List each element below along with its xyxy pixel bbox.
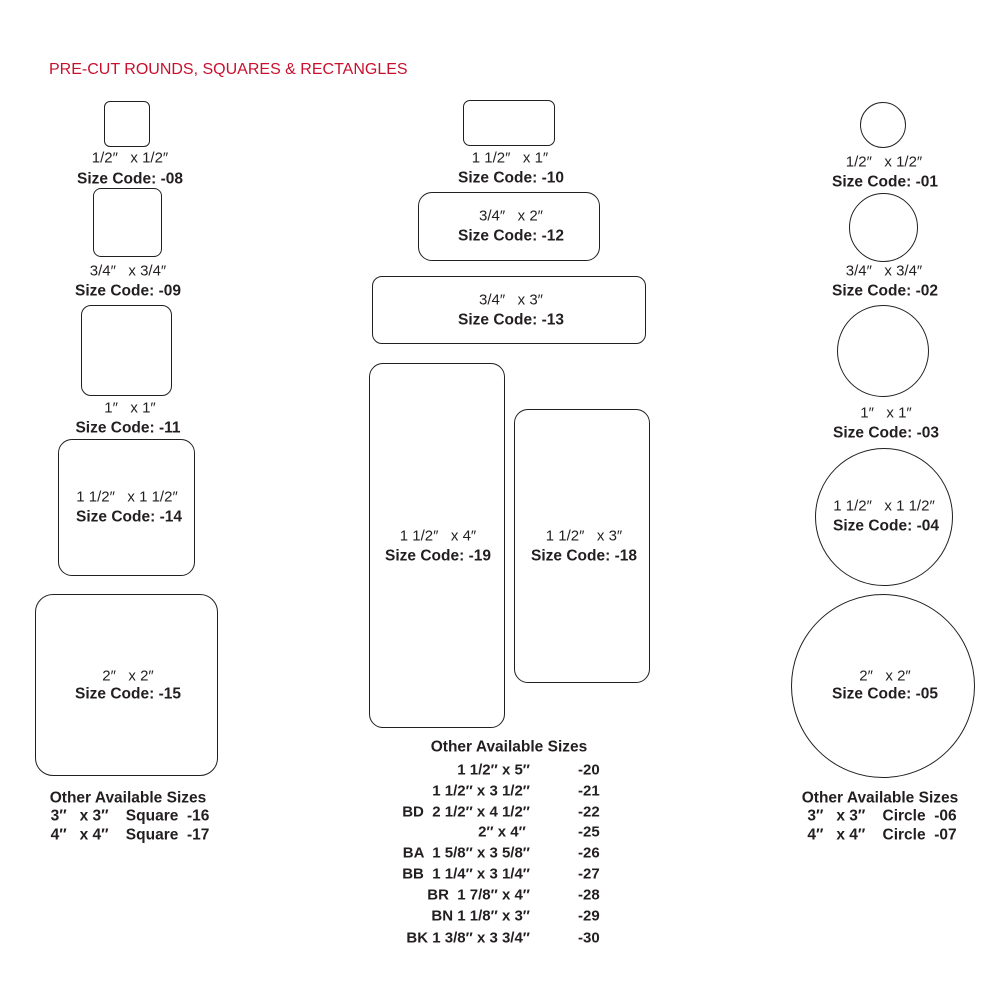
rect-other-size: 1 1/2″ x 3 1/2″ xyxy=(432,782,530,800)
circle-code-05: Size Code: -05 xyxy=(832,685,938,703)
rect-code-13: Size Code: -13 xyxy=(458,311,564,329)
circle-dim-02: 3/4″ x 3/4″ xyxy=(845,262,923,280)
square-shape-09 xyxy=(93,188,162,257)
page-title: PRE-CUT ROUNDS, SQUARES & RECTANGLES xyxy=(49,61,408,78)
rect-other-code: -26 xyxy=(578,844,600,862)
rect-other-size: 1 1/2″ x 5″ xyxy=(457,761,530,779)
rect-shape-12 xyxy=(418,192,600,261)
circle-code-04: Size Code: -04 xyxy=(833,517,939,535)
rect-dim-13: 3/4″ x 3″ xyxy=(479,291,543,309)
squares-other-row: 3″ x 3″ Square -16 xyxy=(50,807,210,825)
circles-other-row: 4″ x 4″ Circle -07 xyxy=(807,826,957,844)
circle-shape-04 xyxy=(815,448,953,586)
circles-other-heading: Other Available Sizes xyxy=(801,789,959,807)
square-shape-15 xyxy=(35,594,218,776)
square-code-09: Size Code: -09 xyxy=(75,282,181,300)
rect-other-code: -29 xyxy=(578,907,600,925)
circle-dim-03: 1″ x 1″ xyxy=(860,404,912,422)
square-shape-14 xyxy=(58,439,195,576)
square-dim-11: 1″ x 1″ xyxy=(104,399,156,417)
circle-shape-02 xyxy=(849,193,918,262)
square-code-11: Size Code: -11 xyxy=(75,419,181,437)
square-code-14: Size Code: -14 xyxy=(76,508,182,526)
circle-shape-05 xyxy=(791,594,975,778)
circle-dim-01: 1/2″ x 1/2″ xyxy=(845,153,923,171)
square-shape-08 xyxy=(104,101,150,147)
rect-dim-12: 3/4″ x 2″ xyxy=(479,207,543,225)
rect-other-size: BB 1 1/4″ x 3 1/4″ xyxy=(402,865,530,883)
rect-other-code: -27 xyxy=(578,865,600,883)
circle-code-02: Size Code: -02 xyxy=(832,282,938,300)
rect-other-size: BA 1 5/8″ x 3 5/8″ xyxy=(402,844,530,862)
rect-other-code: -28 xyxy=(578,886,600,904)
rect-dim-10: 1 1/2″ x 1″ xyxy=(471,149,549,167)
square-dim-15: 2″ x 2″ xyxy=(102,667,154,685)
rect-other-size: BD 2 1/2″ x 4 1/2″ xyxy=(402,803,530,821)
rect-shape-10 xyxy=(463,100,555,146)
rect-code-10: Size Code: -10 xyxy=(458,169,564,187)
square-code-08: Size Code: -08 xyxy=(77,170,183,188)
circle-dim-04: 1 1/2″ x 1 1/2″ xyxy=(833,497,935,515)
circles-other-row: 3″ x 3″ Circle -06 xyxy=(807,807,957,825)
rect-shape-13 xyxy=(372,276,646,344)
rect-code-12: Size Code: -12 xyxy=(458,227,564,245)
rect-shape-19 xyxy=(369,363,505,728)
squares-other-row: 4″ x 4″ Square -17 xyxy=(50,826,210,844)
square-dim-14: 1 1/2″ x 1 1/2″ xyxy=(76,488,178,506)
squares-other-heading: Other Available Sizes xyxy=(49,789,207,807)
rect-other-size: 2″ x 4″ xyxy=(478,823,530,841)
rect-dim-19: 1 1/2″ x 4″ xyxy=(399,527,477,545)
rect-other-code: -30 xyxy=(578,929,600,947)
square-shape-11 xyxy=(81,305,172,396)
rect-other-size: BR 1 7/8″ x 4″ xyxy=(427,886,530,904)
rect-code-19: Size Code: -19 xyxy=(385,547,491,565)
square-dim-09: 3/4″ x 3/4″ xyxy=(89,262,167,280)
rect-dim-18: 1 1/2″ x 3″ xyxy=(545,527,623,545)
circle-shape-03 xyxy=(837,305,929,397)
rect-other-code: -22 xyxy=(578,803,600,821)
rect-other-code: -20 xyxy=(578,761,600,779)
rect-other-size: BN 1 1/8″ x 3″ xyxy=(431,907,530,925)
square-dim-08: 1/2″ x 1/2″ xyxy=(91,149,169,167)
circle-code-01: Size Code: -01 xyxy=(832,173,938,191)
rect-shape-18 xyxy=(514,409,650,683)
rect-code-18: Size Code: -18 xyxy=(531,547,637,565)
circle-shape-01 xyxy=(860,102,906,148)
square-code-15: Size Code: -15 xyxy=(75,685,181,703)
circle-code-03: Size Code: -03 xyxy=(833,424,939,442)
rect-other-heading: Other Available Sizes xyxy=(430,738,588,756)
rect-other-size: BK 1 3/8″ x 3 3/4″ xyxy=(406,929,530,947)
circle-dim-05: 2″ x 2″ xyxy=(859,667,911,685)
rect-other-code: -25 xyxy=(578,823,600,841)
rect-other-code: -21 xyxy=(578,782,600,800)
